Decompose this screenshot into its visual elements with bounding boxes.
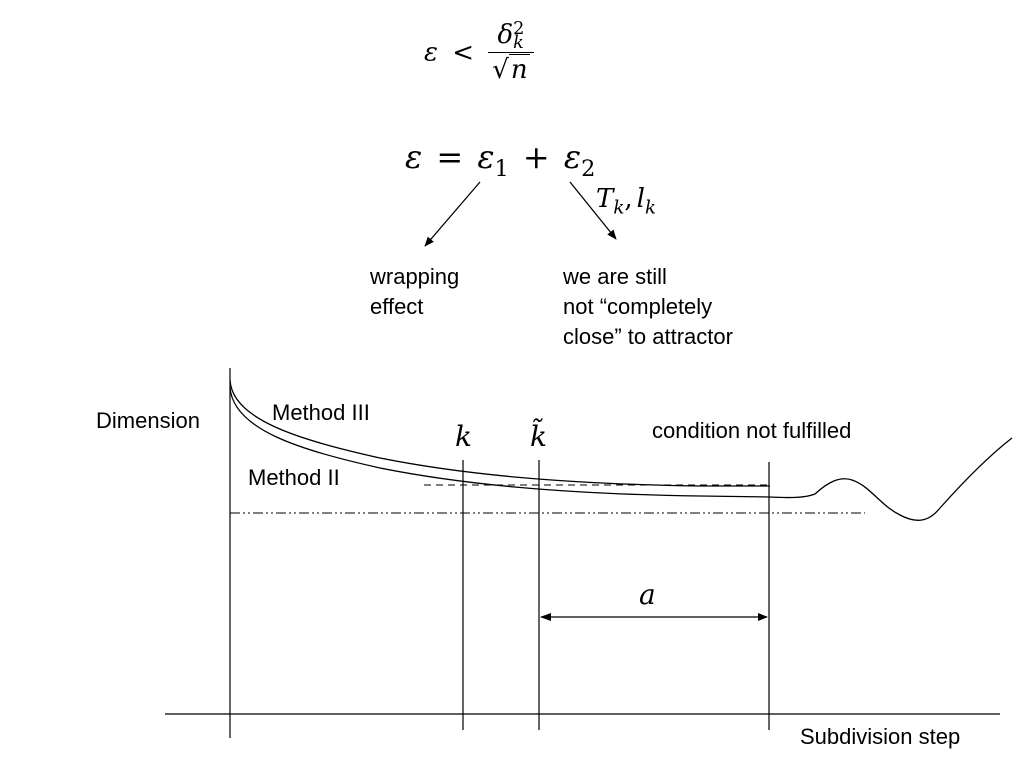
equals-symbol: =: [436, 138, 464, 176]
attractor-line-2: not “completely: [563, 294, 713, 319]
wrapping-line-2: effect: [370, 294, 424, 319]
method-ii-curve: [229, 387, 1013, 521]
attractor-note: we are still not “completely close” to a…: [563, 262, 733, 352]
wrapping-effect-note: wrapping effect: [370, 262, 459, 322]
comma-symbol: ,: [624, 184, 633, 214]
k-marker-label: k: [455, 420, 472, 453]
arrow-to-attractor: [569, 181, 617, 240]
epsilon-one-subscript: 1: [494, 155, 509, 182]
l-subscript: k: [644, 197, 656, 219]
sqrt-symbol: √: [492, 55, 509, 85]
condition-not-fulfilled-label: condition not fulfilled: [652, 418, 852, 443]
epsilon-two: ε2: [563, 138, 595, 182]
epsilon-total: ε: [405, 138, 423, 176]
method-ii-label: Method II: [248, 465, 340, 490]
method-iii-curve: [229, 379, 770, 487]
epsilon-symbol: ε: [424, 37, 438, 68]
delta-subscript: k: [513, 33, 524, 53]
delta-superscript: 2: [513, 19, 525, 39]
epsilon-two-base: ε: [563, 138, 582, 176]
less-than-symbol: <: [452, 37, 475, 68]
T-subscript: k: [613, 197, 625, 219]
decomposition-formula: ε = ε1 + ε2: [405, 138, 595, 182]
l-symbol: l: [636, 184, 645, 214]
y-axis-label: Dimension: [96, 408, 200, 433]
epsilon-two-subscript: 2: [581, 155, 596, 182]
interval-a-label: a: [639, 578, 656, 611]
arrow-to-wrapping: [424, 181, 481, 247]
epsilon-one: ε1: [477, 138, 508, 182]
attractor-line-1: we are still: [563, 264, 667, 289]
x-axis-label: Subdivision step: [800, 724, 961, 749]
delta-symbol: δ: [497, 20, 514, 50]
T-symbol: T: [596, 184, 614, 214]
plus-symbol: +: [522, 138, 550, 176]
attractor-line-3: close” to attractor: [563, 324, 733, 349]
method-iii-label: Method III: [272, 400, 370, 425]
parameters-label: Tk,lk: [596, 184, 656, 218]
sqrt-argument: n: [508, 54, 530, 85]
wrapping-line-1: wrapping: [370, 264, 460, 289]
fraction-denominator: √n: [488, 53, 533, 85]
ktilde-marker-label: k̃: [530, 420, 547, 453]
epsilon-one-base: ε: [477, 138, 495, 176]
interval-a-left-arrowhead: [540, 613, 551, 621]
